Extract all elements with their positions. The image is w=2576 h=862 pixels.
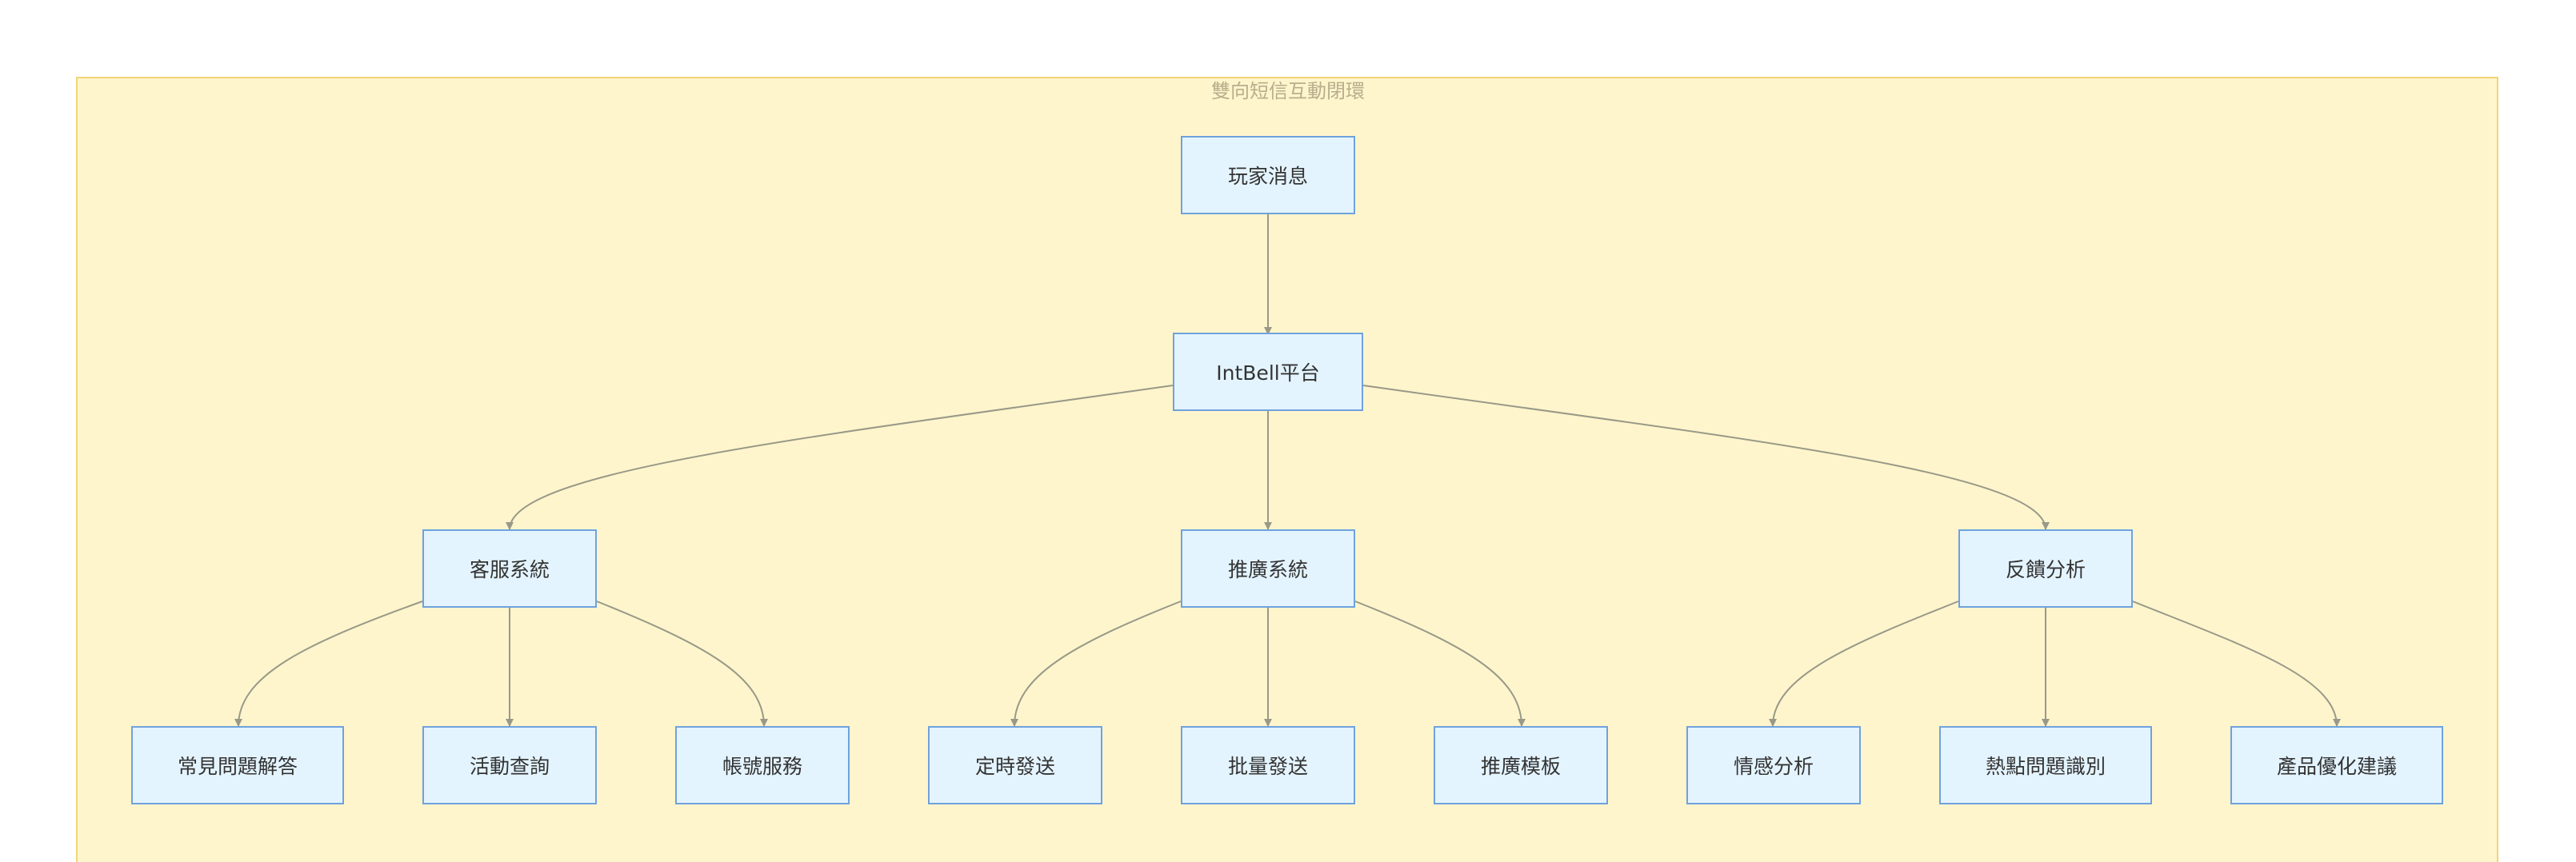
edge-promo-template — [1354, 601, 1526, 727]
edge-feedback-sentiment — [1769, 601, 1959, 727]
node-promotion-system: 推廣系統 — [1181, 529, 1355, 608]
node-hotspot-identification: 熱點問題識別 — [1939, 726, 2152, 804]
edge-feedback-product — [2132, 601, 2341, 727]
edge-platform-cs — [506, 385, 1174, 530]
node-batch-send: 批量發送 — [1181, 726, 1355, 804]
edge-platform-feedback — [1362, 385, 2050, 530]
node-faq: 常見問題解答 — [131, 726, 344, 804]
node-event-query: 活動查詢 — [422, 726, 597, 804]
edge-promo-scheduled — [1010, 601, 1182, 727]
edge-cs-account — [596, 601, 768, 727]
edge-cs-faq — [234, 601, 423, 727]
node-account-service: 帳號服務 — [675, 726, 850, 804]
node-sentiment-analysis: 情感分析 — [1686, 726, 1861, 804]
node-feedback-analysis: 反饋分析 — [1958, 529, 2133, 608]
node-promo-template: 推廣模板 — [1434, 726, 1608, 804]
node-product-suggestion: 產品優化建議 — [2230, 726, 2443, 804]
node-customer-service: 客服系統 — [422, 529, 597, 608]
node-scheduled-send: 定時發送 — [928, 726, 1102, 804]
node-player-message: 玩家消息 — [1181, 136, 1355, 214]
cluster-title: 雙向短信互動閉環 — [1211, 80, 1365, 102]
node-intbell-platform: IntBell平台 — [1173, 333, 1363, 411]
